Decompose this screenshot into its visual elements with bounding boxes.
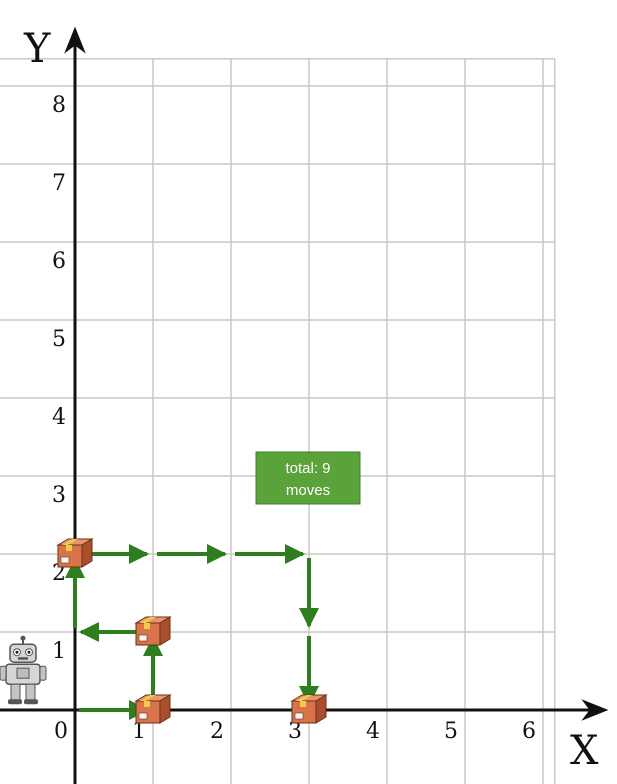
grid-lines: [0, 57, 556, 784]
y-tick-label: 3: [52, 483, 66, 508]
x-tick-label: 3: [288, 719, 302, 744]
y-tick-label: 6: [52, 249, 66, 274]
y-tick-label: 7: [52, 171, 66, 196]
badge-line-1: total: 9: [285, 460, 330, 477]
x-tick-labels: 0 1 2 3 4 5 6: [54, 719, 536, 744]
robot-icon: [0, 635, 47, 705]
x-tick-label: 0: [54, 719, 68, 744]
axes: X Y: [0, 26, 609, 784]
robot: [0, 635, 47, 705]
x-tick-label: 2: [210, 719, 224, 744]
x-axis-label: X: [570, 728, 599, 774]
boxes: [56, 538, 328, 724]
x-tick-label: 1: [132, 719, 146, 744]
package-box-icon: [56, 538, 94, 568]
y-tick-label: 8: [52, 93, 66, 118]
y-tick-label: 4: [52, 405, 66, 430]
package-box-icon: [290, 694, 328, 724]
x-tick-label: 4: [366, 719, 380, 744]
package-box-icon: [134, 694, 172, 724]
y-tick-label: 1: [52, 639, 66, 664]
package-box-icon: [134, 616, 172, 646]
x-tick-label: 5: [444, 719, 458, 744]
badge-background: [255, 451, 361, 505]
total-moves-badge: total: 9 moves: [255, 451, 361, 505]
y-axis-label: Y: [23, 26, 51, 72]
badge-line-2: moves: [286, 482, 330, 499]
x-tick-label: 6: [522, 719, 536, 744]
y-tick-label: 5: [52, 327, 66, 352]
